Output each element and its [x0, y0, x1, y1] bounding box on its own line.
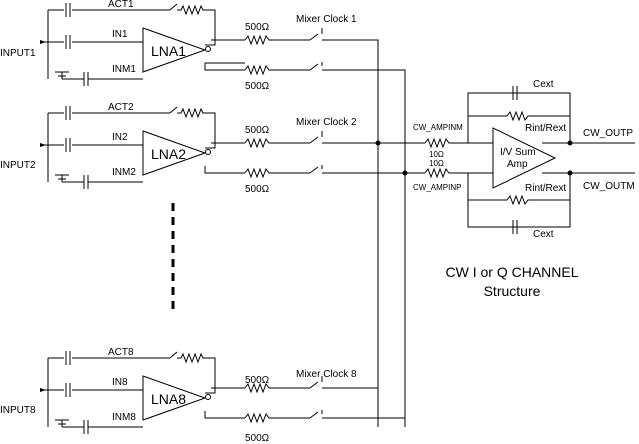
mixer-switch-top [309, 33, 379, 427]
ampinm-label: CW_AMPINM [413, 123, 463, 132]
feedback-resistor [177, 107, 216, 149]
input-bus-wire [40, 10, 49, 79]
inm-capacitor [62, 420, 143, 434]
amp-text-line1: I/V Sum [500, 147, 536, 158]
ampinp-label: CW_AMPINP [413, 183, 461, 192]
res-top-label: 500Ω [245, 125, 270, 136]
act-label: ACT1 [108, 0, 134, 10]
res-amp-bottom [424, 167, 571, 228]
act-label: ACT2 [108, 102, 134, 113]
input-label: INPUT8 [0, 405, 36, 416]
in-label: IN1 [112, 29, 128, 40]
feedback-resistor [177, 4, 216, 46]
res-top [244, 34, 310, 46]
rint-top-resistor [468, 110, 570, 122]
lna-amplifier [142, 375, 207, 421]
cext-top-label: Cext [533, 79, 554, 90]
mixer-clock-label: Mixer Clock 8 [296, 369, 357, 380]
res-top-label: 500Ω [245, 22, 270, 33]
out-m-label: CW_OUTM [583, 181, 635, 192]
act-switch [169, 3, 178, 11]
inverting-output-dot [205, 46, 211, 52]
amp-label: LNA2 [151, 146, 186, 162]
mixer-clock-label: Mixer Clock 2 [296, 117, 357, 128]
out-p-label: CW_OUTP [583, 128, 633, 139]
act-capacitor [65, 3, 71, 17]
act-in-wires [48, 9, 170, 43]
res-bottom [244, 412, 310, 424]
input-arrow-icon [40, 143, 46, 147]
cext-bottom-label: Cext [533, 229, 554, 240]
res-top-label: 500Ω [245, 375, 270, 386]
in-label: IN8 [112, 377, 128, 388]
res-bottom [244, 167, 310, 179]
summing-stage [378, 86, 635, 234]
bus-to-amp [378, 142, 425, 174]
act-capacitor [65, 351, 71, 365]
act-switch [169, 351, 178, 359]
junction-dot [567, 170, 573, 176]
sum-amplifier [492, 127, 557, 189]
res-amp-top-label: 10Ω [429, 150, 444, 159]
act-capacitor [65, 106, 71, 120]
mixer-switch-top [309, 136, 378, 144]
feedback-resistor [177, 352, 216, 394]
mixer-switch-bottom [309, 166, 405, 174]
res-amp-top [424, 92, 571, 149]
cext-bottom-capacitor [512, 220, 518, 234]
res-bottom [244, 64, 310, 76]
input-arrow-icon [40, 388, 46, 392]
lna-amplifier [142, 27, 207, 73]
inm-capacitor [62, 72, 143, 86]
amp-text-line2: Amp [507, 159, 528, 170]
inm-label: INM2 [112, 167, 136, 178]
res-bottom-label: 500Ω [245, 81, 270, 92]
lna-block-2 [40, 106, 408, 189]
act-switch [169, 106, 178, 114]
inverting-output-dot [205, 394, 211, 400]
amp-output-wires [542, 142, 635, 174]
input-arrow-icon [40, 40, 46, 44]
ground-icon [55, 174, 69, 180]
act-label: ACT8 [108, 347, 134, 358]
in-capacitor [65, 35, 71, 49]
caption-line1: CW I or Q CHANNEL [445, 264, 578, 280]
inm-label: INM1 [112, 64, 136, 75]
lna-block-8 [40, 351, 405, 434]
lna-output-wires [205, 39, 245, 64]
junction-dot [567, 140, 573, 146]
amp-label: LNA1 [151, 43, 186, 59]
mixer-switch-bottom [309, 411, 405, 419]
inm-capacitor [62, 175, 143, 189]
rint-bottom-resistor [468, 194, 570, 206]
lna-block-1 [40, 3, 406, 427]
amp-label: LNA8 [151, 391, 186, 407]
rint-top-label: Rint/Rext [525, 123, 566, 134]
in-capacitor [65, 138, 71, 152]
mixer-switch-bottom [309, 63, 406, 427]
res-top [244, 382, 310, 394]
amp-input-wires [468, 142, 493, 174]
res-bottom-label: 500Ω [245, 433, 270, 444]
mixer-clock-label: Mixer Clock 1 [296, 14, 357, 25]
input-label: INPUT2 [0, 160, 36, 171]
rint-bottom-label: Rint/Rext [525, 183, 566, 194]
res-amp-bottom-label: 10Ω [429, 159, 444, 168]
inm-label: INM8 [112, 412, 136, 423]
res-top [244, 137, 310, 149]
input-label: INPUT1 [0, 48, 36, 59]
lna-amplifier [142, 130, 207, 176]
res-bottom-label: 500Ω [245, 184, 270, 195]
mixer-switch-top [309, 381, 378, 389]
ground-icon [55, 419, 69, 425]
ground-icon [55, 71, 69, 77]
in-label: IN2 [112, 132, 128, 143]
in-capacitor [65, 383, 71, 397]
inverting-output-dot [205, 149, 211, 155]
caption-line2: Structure [484, 283, 541, 299]
